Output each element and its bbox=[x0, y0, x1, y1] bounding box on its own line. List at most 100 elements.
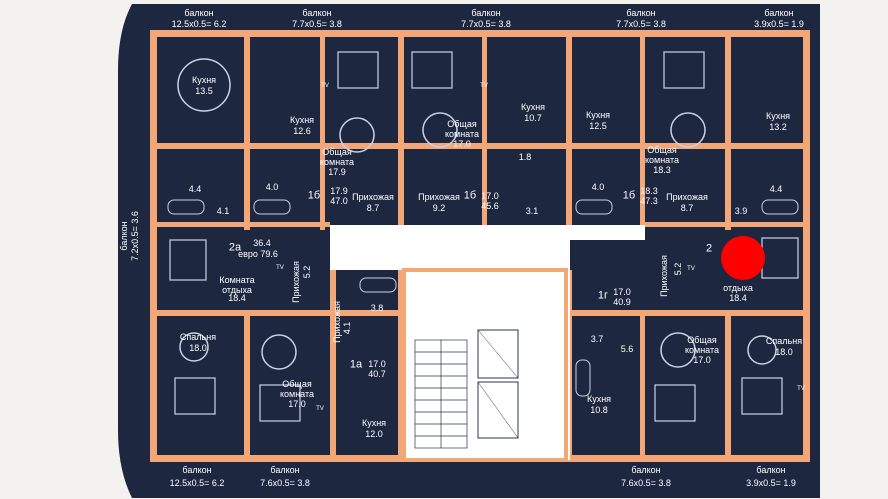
hallway-b-label: Прихожая bbox=[352, 192, 394, 202]
kitchen-f-area: 12.0 bbox=[365, 429, 383, 439]
bathtub-5 bbox=[359, 277, 397, 293]
wall-h-upper bbox=[150, 143, 810, 149]
hallway-c-label: Прихожая bbox=[418, 192, 460, 202]
table-common-g bbox=[660, 332, 696, 368]
rest-e-area: 18.4 bbox=[729, 293, 747, 303]
kitchen-e-area: 13.2 bbox=[769, 122, 787, 132]
kitchen-e-label: Кухня bbox=[765, 111, 791, 121]
kitchen-c-area: 10.7 bbox=[524, 113, 542, 123]
tv-label-4: TV bbox=[687, 266, 695, 272]
wall-v9 bbox=[330, 270, 336, 460]
bathtub-1 bbox=[167, 199, 205, 215]
wall-h-mid-right bbox=[645, 222, 810, 227]
apt-1b-living: 17.9 bbox=[330, 186, 348, 196]
balcony-bottom-3: балкон bbox=[631, 465, 661, 475]
bath-2-area: 4.0 bbox=[265, 182, 279, 192]
apt-1b-total: 47.0 bbox=[330, 196, 348, 206]
elevator-2 bbox=[477, 381, 519, 439]
bath-g-area: 3.7 bbox=[590, 334, 604, 344]
hallway-e-label: Прихожая bbox=[659, 255, 669, 297]
bath-6-area: 4.4 bbox=[769, 184, 783, 194]
apt-1b-type: 1б bbox=[307, 189, 321, 202]
common-f-area: 17.0 bbox=[288, 399, 306, 409]
balcony-bottom-2-size: 7.6x0.5= 3.8 bbox=[260, 478, 310, 488]
bed-3 bbox=[663, 51, 705, 89]
table-bedroom-a bbox=[179, 332, 209, 362]
bath-5-area: 4.0 bbox=[591, 182, 605, 192]
hall-2-area: 3.9 bbox=[734, 206, 748, 216]
bedroom-h-area: 18.0 bbox=[775, 347, 793, 357]
tv-label-6: TV bbox=[797, 386, 805, 392]
balcony-bottom-4-size: 3.9x0.5= 1.9 bbox=[746, 478, 796, 488]
kitchen-g-label: Кухня bbox=[586, 394, 612, 404]
bath-3-area: 1.8 bbox=[518, 152, 532, 162]
wall-v10 bbox=[398, 270, 404, 460]
common-c-label: Общая bbox=[447, 119, 477, 129]
outer-wall-left bbox=[150, 30, 157, 460]
apt-1b3-living: 18.3 bbox=[640, 186, 658, 196]
bed-2 bbox=[411, 51, 453, 89]
wall-v4 bbox=[482, 30, 487, 230]
kitchen-b-area: 12.6 bbox=[293, 126, 311, 136]
common-g-label-2: комната bbox=[684, 345, 720, 355]
hallway-a-area: 5.2 bbox=[302, 265, 312, 279]
tv-label-2: TV bbox=[480, 83, 488, 89]
common-g-label: Общая bbox=[687, 335, 717, 345]
wall-h-lower-right bbox=[570, 310, 810, 316]
apt-2a-type: 2а bbox=[228, 241, 242, 254]
balcony-top-4: балкон bbox=[626, 8, 656, 18]
common-b-area: 17.9 bbox=[328, 167, 346, 177]
table-common-f bbox=[261, 334, 297, 370]
apt-1b2-type: 1б bbox=[463, 189, 477, 202]
table-common-c bbox=[422, 112, 458, 148]
balcony-top-2-size: 7.7x0.5= 3.8 bbox=[292, 19, 342, 29]
common-g-area: 17.0 bbox=[693, 355, 711, 365]
bedroom-a-label: Спальня bbox=[179, 332, 217, 342]
common-f-label: Общая bbox=[282, 379, 312, 389]
bathtub-3 bbox=[575, 199, 613, 215]
outer-wall-right bbox=[803, 30, 810, 460]
balcony-top-1-size: 12.5x0.5= 6.2 bbox=[171, 19, 227, 29]
kitchen-b-label: Кухня bbox=[289, 115, 315, 125]
apt-1a-total: 40.7 bbox=[368, 369, 386, 379]
hallway-f-label: Прихожая bbox=[332, 301, 342, 343]
common-b-label-2: комната bbox=[319, 157, 355, 167]
elevator-1 bbox=[477, 329, 519, 379]
tv-label-1: TV bbox=[321, 83, 329, 89]
bathtub-4 bbox=[761, 199, 799, 215]
wall-v6 bbox=[640, 30, 645, 230]
common-c-label-2: комната bbox=[444, 129, 480, 139]
apt-1b3-total: 47.3 bbox=[640, 196, 658, 206]
balcony-left: балкон bbox=[119, 221, 129, 251]
kitchen-c-label: Кухня bbox=[520, 102, 546, 112]
apt-2e-type: 2 bbox=[705, 242, 713, 255]
hall-g-area: 5.6 bbox=[620, 344, 634, 354]
table-common-b bbox=[339, 117, 375, 153]
wall-v5 bbox=[566, 30, 572, 230]
elevator-1-cross bbox=[477, 329, 519, 379]
wall-v1 bbox=[244, 30, 250, 230]
table-kitchen-a bbox=[177, 58, 231, 112]
bedroom-a-area: 18.0 bbox=[189, 343, 207, 353]
balcony-top-5-size: 3.9x0.5= 1.9 bbox=[754, 19, 804, 29]
hallway-b-area: 8.7 bbox=[366, 203, 380, 213]
apt-1g-type: 1г bbox=[597, 289, 609, 302]
selected-apartment-marker[interactable] bbox=[721, 236, 765, 280]
bed-7 bbox=[741, 377, 783, 415]
apt-1b2-total: 45.6 bbox=[481, 201, 499, 211]
wall-v8 bbox=[244, 310, 250, 460]
wall-v13 bbox=[725, 310, 731, 460]
stairs bbox=[414, 339, 468, 449]
rest-e-label-2: отдыха bbox=[723, 283, 753, 293]
bathtub-2 bbox=[253, 199, 291, 215]
wall-h-lower-left bbox=[150, 310, 400, 316]
rest-a-area: 18.4 bbox=[228, 293, 246, 303]
bed-5 bbox=[259, 384, 301, 422]
common-d-label-2: комната bbox=[644, 155, 680, 165]
apt-2a-living: 36.4 bbox=[253, 238, 271, 248]
balcony-bottom-1: балкон bbox=[182, 465, 212, 475]
apt-1g-total: 40.9 bbox=[613, 297, 631, 307]
kitchen-a-label: Кухня bbox=[191, 75, 217, 85]
kitchen-a-area: 13.5 bbox=[195, 86, 213, 96]
table-bedroom-h bbox=[747, 335, 777, 365]
